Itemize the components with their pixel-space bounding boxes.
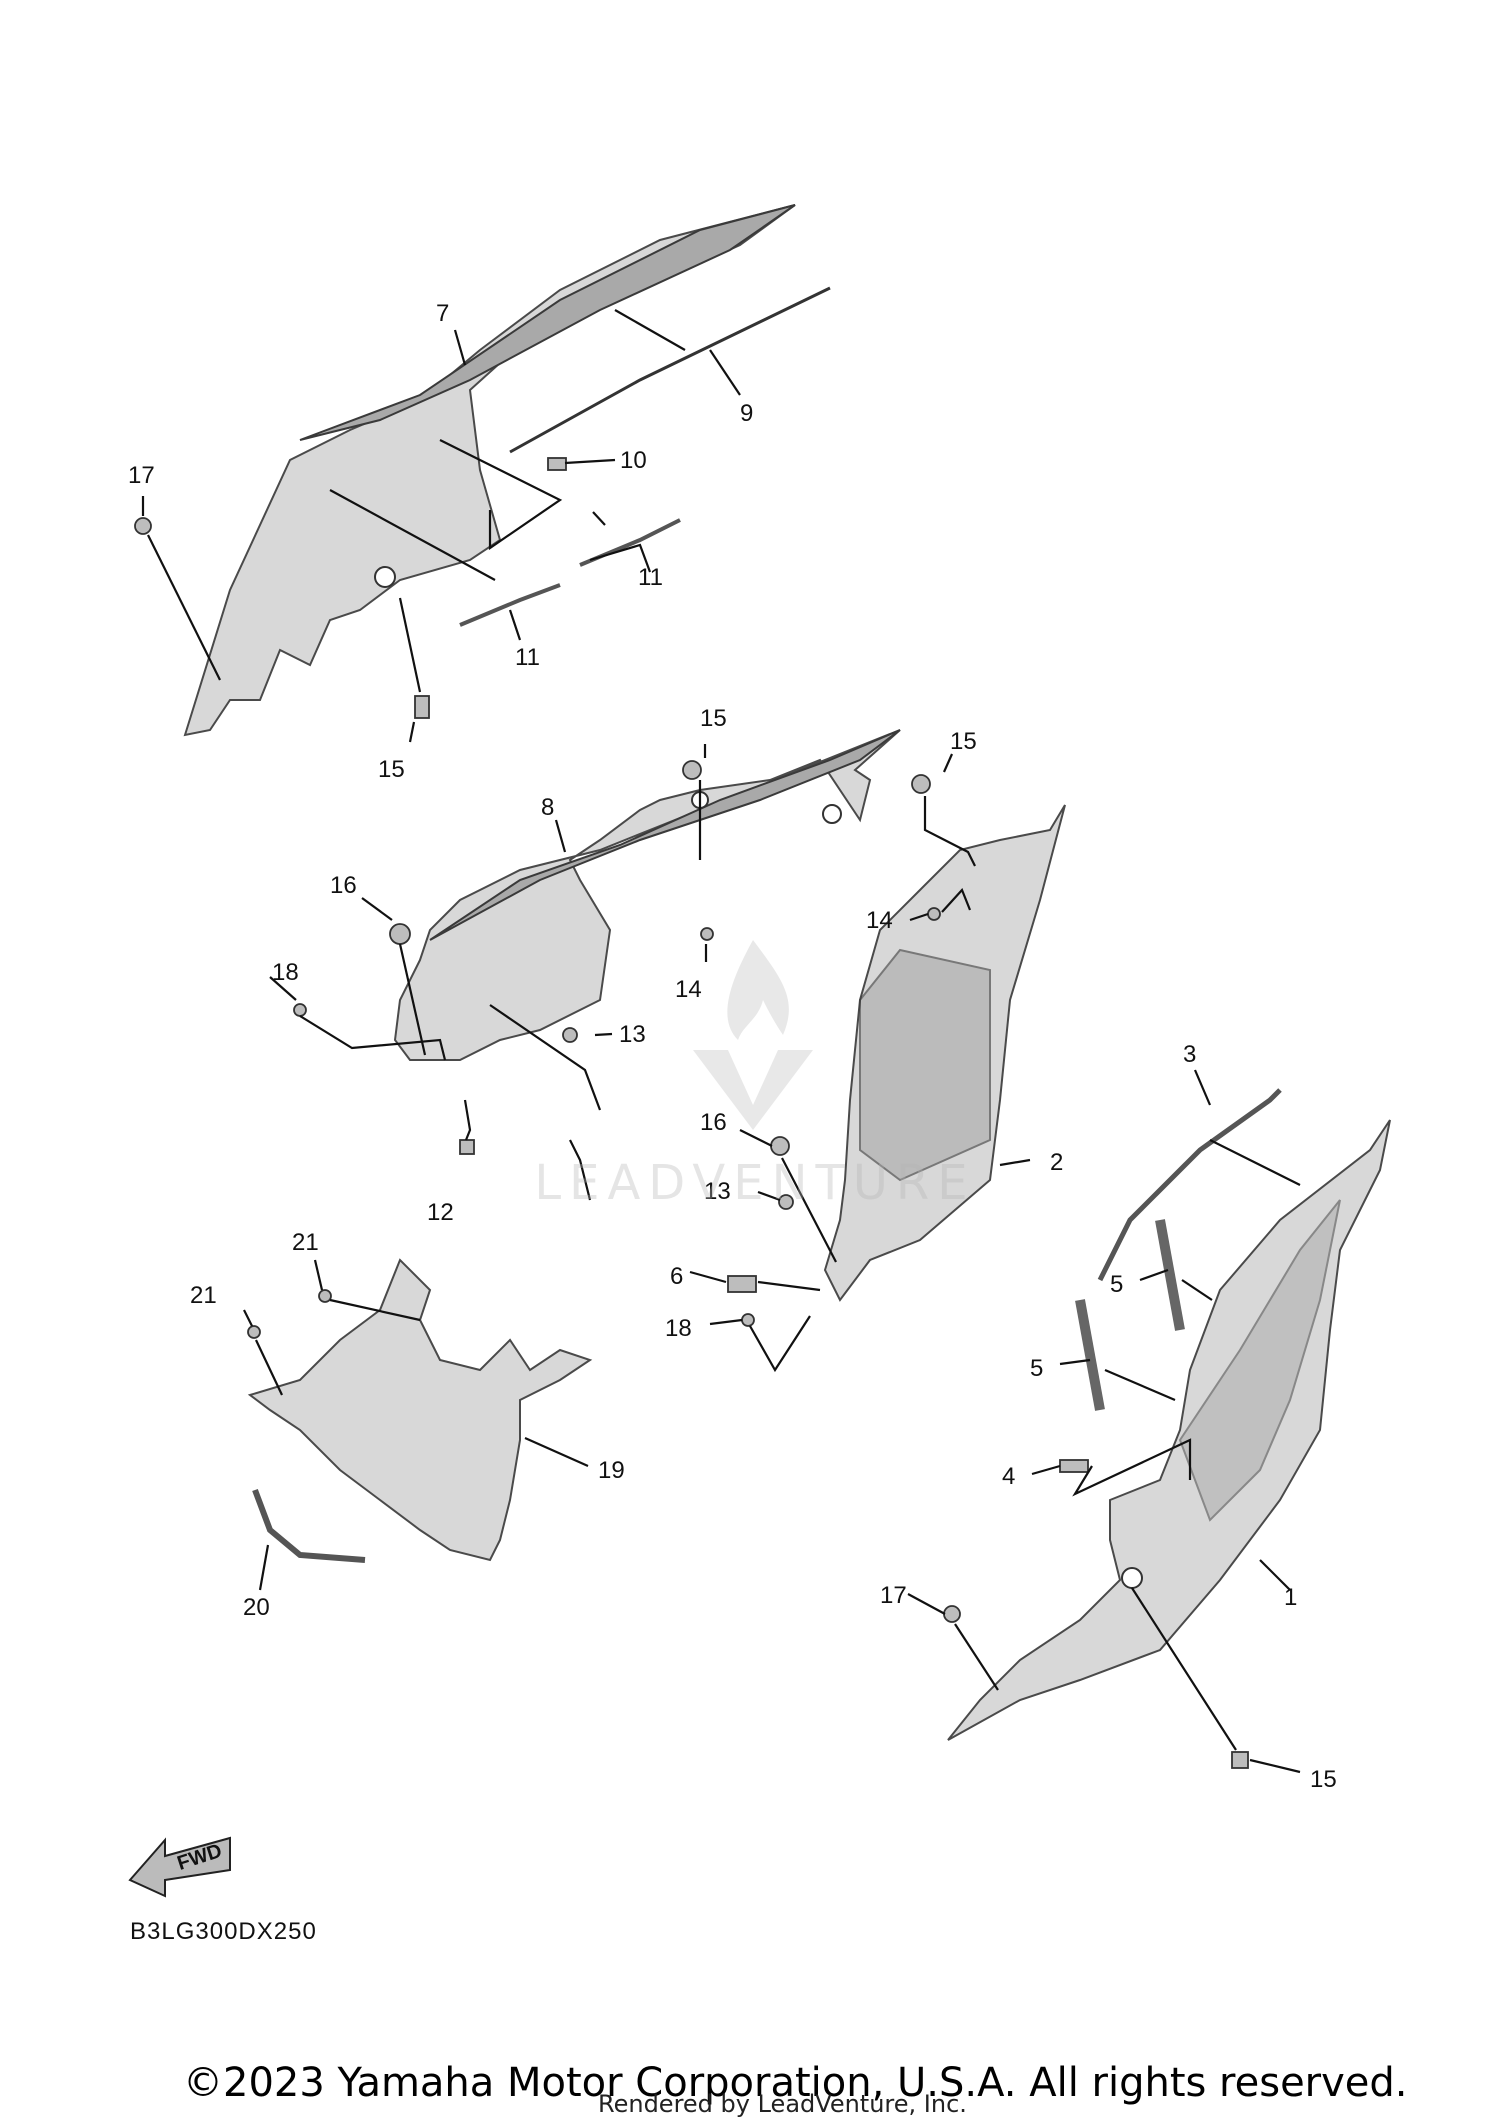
part-5-strip-a [1155,1219,1185,1331]
part-10-clip [547,457,567,471]
fastener-21-b [247,1325,261,1339]
part-11-strip-b [459,583,561,627]
forward-arrow-icon: FWD [128,1836,231,1898]
callout-2: 2 [1050,1149,1063,1176]
fastener-12 [459,1139,475,1155]
callout-11b: 11 [515,644,540,671]
part-7-upper-cowl [183,204,796,737]
part-6-clip [727,1275,757,1293]
callout-19: 19 [598,1457,625,1484]
callout-15b: 15 [700,705,727,732]
callout-6: 6 [670,1263,683,1290]
part-8-inner-panel [393,729,901,1061]
callout-labels: 1 2 3 4 5 5 6 7 8 9 10 11 11 12 13 13 14… [128,300,1337,1793]
callout-1: 1 [1284,1584,1297,1611]
callout-11a: 11 [638,564,663,591]
callout-5a: 5 [1110,1271,1123,1298]
fastener-16-a [389,923,411,945]
fastener-15-d [1231,1751,1249,1769]
callout-3: 3 [1183,1041,1196,1068]
fastener-15-a [414,695,430,719]
callout-13a: 13 [619,1021,646,1048]
part-9-strip [509,286,831,454]
callout-16a: 16 [330,872,357,899]
callout-14b: 14 [866,907,893,934]
callout-10: 10 [620,447,647,474]
fastener-21-a [318,1289,332,1303]
part-2-side-inner [823,804,1066,1302]
fastener-15-b [682,760,702,780]
callout-18b: 18 [665,1315,692,1342]
leadventure-watermark: LEADVENTURE [534,1155,976,1211]
callout-16b: 16 [700,1109,727,1136]
callout-17a: 17 [128,462,155,489]
fastener-18-b [741,1313,755,1327]
callout-4: 4 [1002,1463,1015,1490]
fastener-15-c [911,774,931,794]
callout-21a: 21 [292,1229,319,1256]
callout-18a: 18 [272,959,299,986]
rendered-by-credit: Rendered by LeadVenture, Inc. [598,2090,967,2118]
part-19-lower-panel [247,1258,593,1562]
fastener-17-top [134,517,152,535]
callout-7: 7 [436,300,449,327]
callout-15d: 15 [1310,1766,1337,1793]
fasteners [134,517,1249,1769]
callout-14a: 14 [675,976,702,1003]
part-4-clip [1059,1459,1089,1473]
fastener-17-bottom [943,1605,961,1623]
fastener-13-b [778,1194,794,1210]
fastener-18-a [293,1003,307,1017]
fastener-13-a [562,1027,578,1043]
part-1-side-cowl [947,1119,1391,1741]
part-3-strip [1097,1088,1282,1282]
callout-20: 20 [243,1594,270,1621]
callout-9: 9 [740,400,753,427]
fastener-16-b [770,1136,790,1156]
callout-15a: 15 [378,756,405,783]
diagram-code: B3LG300DX250 [130,1918,317,1945]
callout-12: 12 [427,1199,454,1226]
callout-21b: 21 [190,1282,217,1309]
part-20-strip [252,1488,366,1563]
fastener-14-b [927,907,941,921]
callout-5b: 5 [1030,1355,1043,1382]
leadventure-logo-icon [693,940,813,1130]
copyright-notice: ©2023 Yamaha Motor Corporation, U.S.A. A… [183,2060,1408,2106]
callout-8: 8 [541,794,554,821]
callout-13b: 13 [704,1178,731,1205]
callout-15c: 15 [950,728,977,755]
leader-lines [141,309,1301,1774]
fastener-14-a [700,927,714,941]
part-5-strip-b [1075,1299,1105,1411]
callout-17b: 17 [880,1582,907,1609]
